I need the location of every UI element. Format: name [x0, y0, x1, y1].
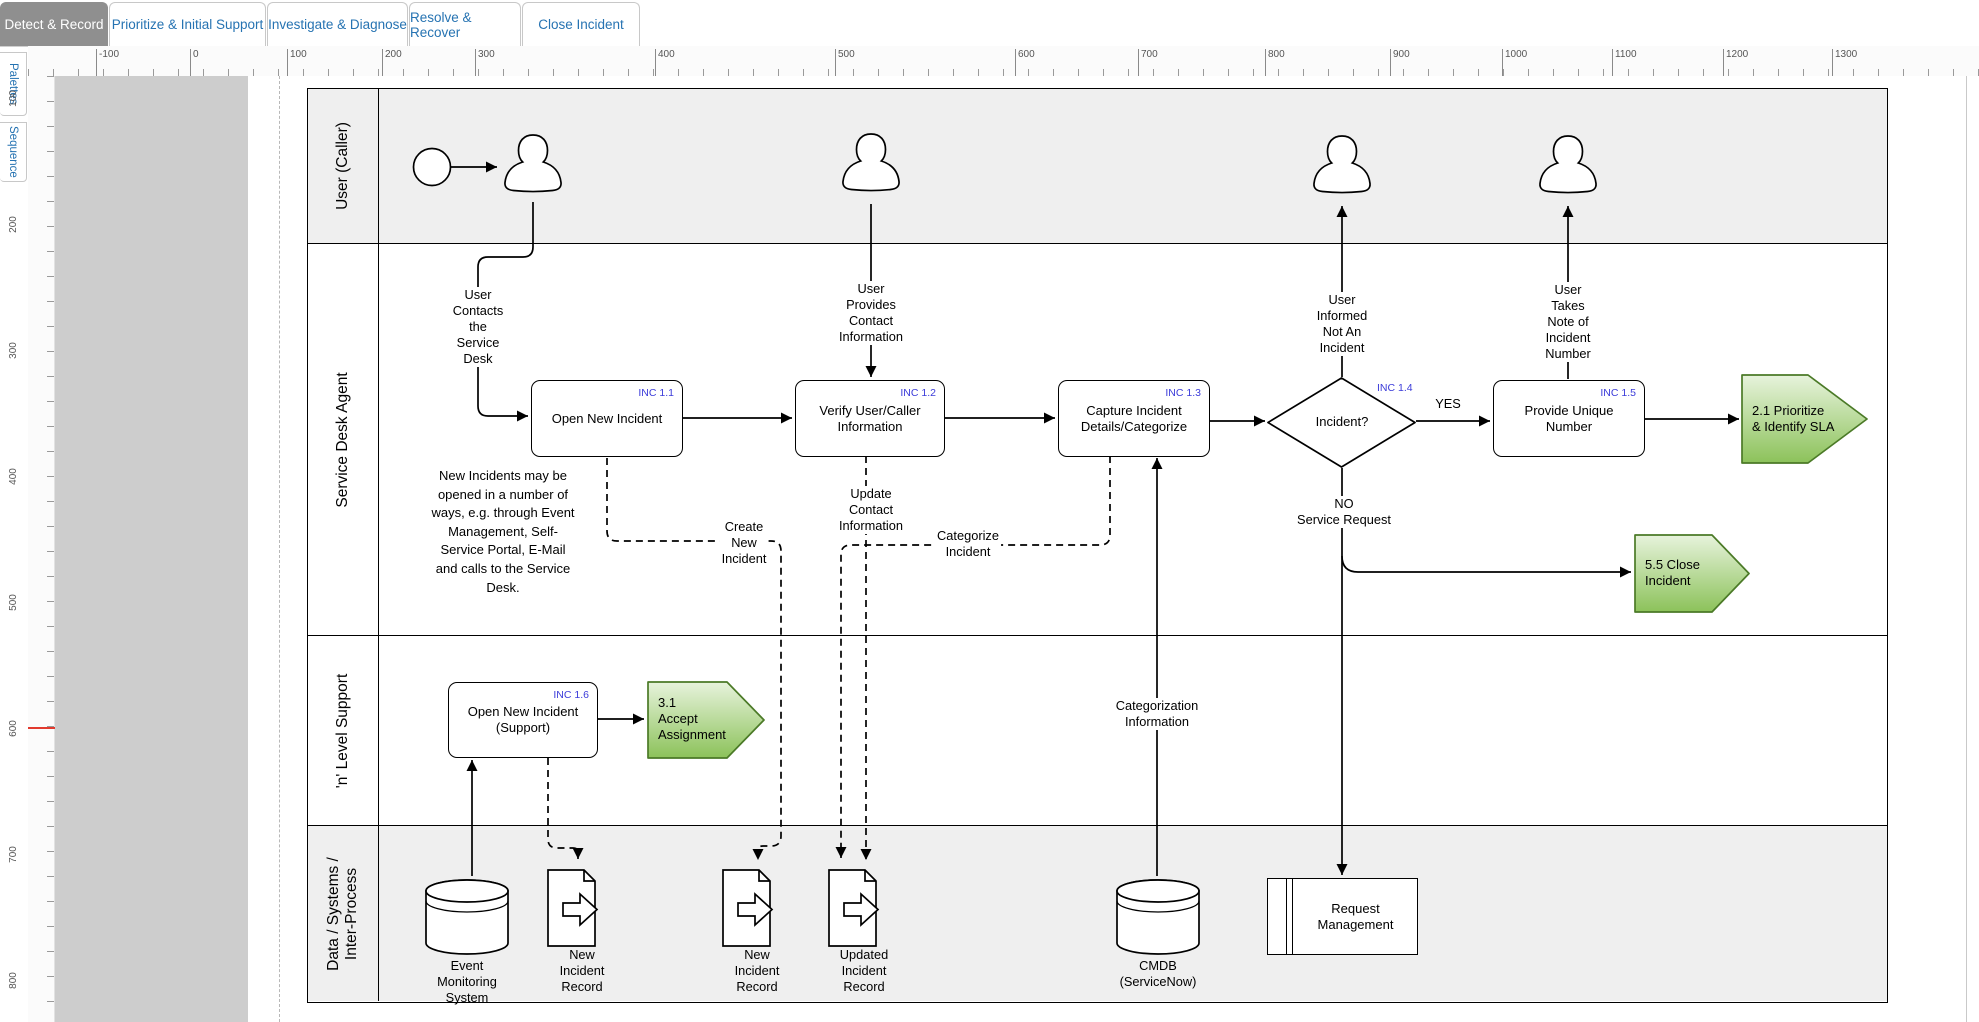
label-new-incident-record-2: New Incident Record	[734, 947, 780, 994]
edge-label-user-informed: User Informed Not An Incident	[1314, 292, 1370, 356]
request-management-box[interactable]: Request Management	[1267, 878, 1418, 955]
label-event-monitoring-system: Event Monitoring System	[437, 958, 497, 1005]
task-open-new-incident[interactable]: INC 1.1 Open New Incident	[531, 380, 683, 457]
hruler-label: 800	[1265, 49, 1285, 76]
page-edge-line	[1966, 76, 1967, 1022]
hruler-label: 100	[287, 49, 307, 76]
edge-label-categorize: Categorize Incident	[935, 528, 1001, 560]
offpage-label-accept-assignment: 3.1 Accept Assignment	[658, 695, 726, 742]
task-label: Verify User/Caller Information	[819, 402, 921, 434]
tab-investigate-diagnose[interactable]: Investigate & Diagnose	[267, 2, 408, 46]
label-cmdb: CMDB (ServiceNow)	[1119, 958, 1197, 989]
task-ref: INC 1.5	[1600, 387, 1636, 399]
vruler-label: 100	[8, 90, 19, 107]
edge-label-create-new-incident: Create New Incident	[719, 519, 769, 567]
horizontal-ruler: -100 0 100 200 300 400 500 600 700 800 9…	[28, 46, 1979, 77]
hruler-label: 600	[1015, 49, 1035, 76]
lane-header[interactable]: Data / Systems / Inter-Process	[308, 826, 379, 1001]
hruler-label: 300	[475, 49, 495, 76]
ruler-position-marker	[28, 727, 55, 729]
tab-resolve-recover[interactable]: Resolve & Recover	[409, 2, 521, 46]
hruler-label: 1200	[1723, 49, 1748, 76]
offpage-label-prioritize-sla: 2.1 Prioritize & Identify SLA	[1752, 403, 1835, 434]
hruler-label: 0	[190, 49, 199, 76]
task-ref: INC 1.6	[553, 689, 589, 701]
sidetab-sequence[interactable]: Sequence	[0, 122, 27, 182]
lane-user-caller[interactable]: User (Caller)	[308, 89, 1887, 244]
label-updated-incident-record: Updated Incident Record	[839, 947, 889, 994]
gateway-ref: INC 1.4	[1377, 382, 1413, 394]
edge-label-user-contacts: User Contacts the Service Desk	[450, 287, 506, 367]
hruler-label: 1300	[1832, 49, 1857, 76]
page-break-line	[279, 76, 280, 1022]
edge-label-yes: YES	[1435, 396, 1461, 411]
note-new-incidents: New Incidents may be opened in a number …	[431, 468, 575, 595]
hruler-label: 1000	[1502, 49, 1527, 76]
hruler-label: 900	[1390, 49, 1410, 76]
task-label: Capture Incident Details/Categorize	[1080, 402, 1188, 434]
hruler-label: 400	[655, 49, 675, 76]
task-label: Provide Unique Number	[1524, 402, 1614, 434]
hruler-label: 700	[1138, 49, 1158, 76]
lane-data-systems[interactable]: Data / Systems / Inter-Process	[308, 826, 1887, 1001]
task-label: Open New Incident	[551, 410, 663, 426]
vruler-label: 600	[8, 720, 19, 737]
lane-header[interactable]: 'n' Level Support	[308, 636, 379, 825]
tab-close-incident[interactable]: Close Incident	[522, 2, 640, 46]
lane-title: Data / Systems / Inter-Process	[325, 856, 360, 971]
task-ref: INC 1.2	[900, 387, 936, 399]
edge-label-update-contact: Update Contact Information	[836, 486, 906, 534]
task-capture-incident[interactable]: INC 1.3 Capture Incident Details/Categor…	[1058, 380, 1210, 457]
gateway-label: Incident?	[1315, 414, 1369, 429]
edge-label-no-service-request: NO Service Request	[1295, 496, 1393, 528]
vruler-label: 800	[8, 972, 19, 989]
tab-detect-record[interactable]: Detect & Record	[0, 2, 108, 46]
task-label: Open New Incident (Support)	[467, 704, 579, 735]
request-management-label: Request Management	[1317, 900, 1394, 932]
edge-label-user-takes-note: User Takes Note of Incident Number	[1543, 282, 1593, 362]
lane-header[interactable]: Service Desk Agent	[308, 244, 379, 635]
vruler-label: 400	[8, 468, 19, 485]
hruler-label: 1100	[1612, 49, 1637, 76]
task-open-new-incident-support[interactable]: INC 1.6 Open New Incident (Support)	[448, 682, 598, 758]
vruler-label: 300	[8, 342, 19, 359]
vruler-label: 200	[8, 216, 19, 233]
task-verify-user-caller[interactable]: INC 1.2 Verify User/Caller Information	[795, 380, 945, 457]
task-provide-unique-number[interactable]: INC 1.5 Provide Unique Number	[1493, 380, 1645, 457]
hruler-label: 500	[835, 49, 855, 76]
edge-label-user-provides: User Provides Contact Information	[836, 281, 906, 345]
label-new-incident-record-1: New Incident Record	[559, 947, 605, 994]
process-tab-bar: Detect & Record Prioritize & Initial Sup…	[0, 0, 1979, 47]
lane-header[interactable]: User (Caller)	[308, 89, 379, 243]
vruler-label: 500	[8, 594, 19, 611]
task-ref: INC 1.1	[638, 387, 674, 399]
hruler-label: -100	[96, 49, 119, 76]
vertical-ruler	[28, 76, 55, 1022]
off-page-area	[55, 76, 248, 1022]
task-ref: INC 1.3	[1165, 387, 1201, 399]
hruler-label: 200	[382, 49, 402, 76]
vruler-label: 700	[8, 846, 19, 863]
edge-label-categorization-info: Categorization Information	[1113, 698, 1201, 730]
sidetab-palettes[interactable]: Palettes	[0, 52, 27, 116]
offpage-label-close-incident: 5.5 Close Incident	[1645, 557, 1700, 588]
tab-prioritize-support[interactable]: Prioritize & Initial Support	[109, 2, 266, 46]
